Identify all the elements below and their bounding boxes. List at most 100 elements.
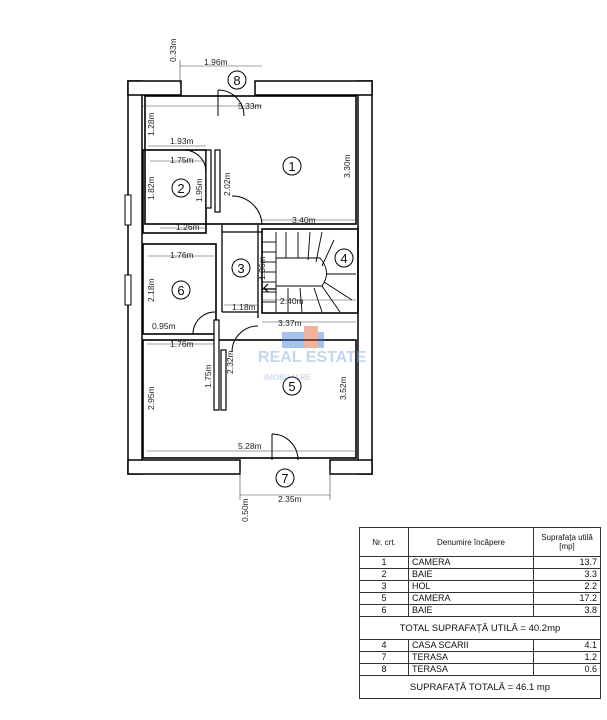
dim-room2-outer: 1.93m — [170, 136, 194, 146]
wall-bottom-right — [329, 459, 373, 475]
room-3-number: 3 — [237, 261, 244, 276]
table-row: 6 BAIE 3.8 — [359, 604, 601, 617]
watermark-text: REAL ESTATE — [258, 349, 367, 366]
dim-room1-depth: 3.30m — [342, 154, 352, 178]
total-row: SUPRAFAȚĂ TOTALĂ = 46.1 mp — [359, 675, 601, 699]
table-header: Nr. crt. Denumire încăpere Suprafața uti… — [359, 527, 601, 557]
window-left — [124, 194, 132, 306]
row-area: 4.1 — [533, 639, 601, 652]
dim-wall-thickness: 0.33m — [168, 38, 178, 62]
room-6-outline — [142, 243, 217, 335]
row-nr: 7 — [359, 651, 409, 664]
room-7-number: 7 — [281, 471, 288, 486]
total-util: TOTAL SUPRAFAȚĂ UTILĂ = 40.2mp — [359, 616, 601, 640]
room-2-number: 2 — [177, 181, 184, 196]
room-6-number: 6 — [177, 283, 184, 298]
exterior-walls — [127, 80, 373, 475]
dim-left-recess: 1.28m — [146, 112, 156, 136]
row-nr: 8 — [359, 663, 409, 676]
row-name: CASA SCARII — [408, 639, 534, 652]
room-numbers: 1 2 3 4 5 6 7 8 — [177, 73, 347, 486]
dim-room2-bottom: 1.26m — [176, 222, 200, 232]
room-1-circle — [282, 156, 302, 176]
door-room6 — [192, 311, 216, 335]
dim-hol-height: 2.02m — [222, 172, 232, 196]
room-1-outline — [144, 95, 357, 225]
dim-room6-width: 1.76m — [170, 250, 194, 260]
door-top — [217, 89, 245, 117]
dim-room1-bottom: 3.40m — [292, 215, 316, 225]
dim-room6-door: 0.95m — [152, 321, 176, 331]
dim-room5-left-width: 1.76m — [170, 339, 194, 349]
wall-right — [357, 80, 373, 475]
dim-room5-top: 3.37m — [278, 318, 302, 328]
dimension-lines — [143, 60, 356, 500]
room-4-circle — [334, 248, 354, 268]
partitions — [205, 149, 227, 411]
room-3-circle — [231, 258, 251, 278]
room-6-circle — [171, 280, 191, 300]
row-area: 3.3 — [533, 568, 601, 581]
dim-stair-width: 2.40m — [280, 296, 304, 306]
door-room2 — [183, 149, 207, 173]
dim-partition-height: 1.75m — [203, 364, 213, 388]
dim-hol-width: 1.18m — [232, 302, 256, 312]
room-1-number: 1 — [288, 159, 295, 174]
row-name: TERASA — [408, 663, 534, 676]
row-nr: 6 — [359, 604, 409, 617]
area-table: Nr. crt. Denumire încăpere Suprafața uti… — [359, 527, 601, 699]
hol-lines — [221, 225, 262, 318]
row-nr: 1 — [359, 556, 409, 569]
row-area: 1.2 — [533, 651, 601, 664]
room-7-circle — [275, 468, 295, 488]
row-name: CAMERA — [408, 556, 534, 569]
row-area: 2.2 — [533, 580, 601, 593]
wall-bottom-left — [127, 459, 241, 475]
dim-room2-right: 1.95m — [194, 178, 204, 202]
door-room5 — [231, 325, 259, 353]
row-nr: 3 — [359, 580, 409, 593]
room-4-number: 4 — [340, 251, 347, 266]
room-5-circle — [282, 376, 302, 396]
stair-outline — [261, 228, 359, 314]
dim-room2-depth: 1.82m — [146, 176, 156, 200]
table-row: 2 BAIE 3.3 — [359, 568, 601, 581]
room-8-number: 8 — [233, 73, 240, 88]
row-name: BAIE — [408, 604, 534, 617]
wall-top-left — [127, 80, 182, 96]
total-area: SUPRAFAȚĂ TOTALĂ = 46.1 mp — [359, 675, 601, 699]
dim-hol-lower: 2.32m — [225, 350, 235, 374]
dim-terrace-width: 2.35m — [278, 494, 302, 504]
row-name: CAMERA — [408, 592, 534, 605]
door-terrace — [271, 433, 299, 461]
table-row: 1 CAMERA 13.7 — [359, 556, 601, 569]
room-5-number: 5 — [288, 379, 295, 394]
door-swings — [183, 89, 299, 461]
dim-stair-height: 1.86m — [257, 256, 267, 280]
row-name: TERASA — [408, 651, 534, 664]
wall-top-right — [254, 80, 373, 96]
table-row: 3 HOL 2.2 — [359, 580, 601, 593]
table-row: 5 CAMERA 17.2 — [359, 592, 601, 605]
dim-room5-left-depth: 2.95m — [146, 386, 156, 410]
dim-terrace-depth: 0.50m — [240, 498, 250, 522]
dim-room1-width: 5.33m — [238, 101, 262, 111]
row-area: 17.2 — [533, 592, 601, 605]
room-2-circle — [171, 178, 191, 198]
watermark: REAL ESTATE IMOBILIARE — [258, 326, 367, 382]
row-name: BAIE — [408, 568, 534, 581]
room-5-outline — [142, 339, 357, 459]
row-area: 3.8 — [533, 604, 601, 617]
dim-room6-depth: 2.18m — [146, 278, 156, 302]
dim-room2-inner: 1.75m — [170, 155, 194, 165]
door-room1 — [231, 195, 263, 225]
table-row: 4 CASA SCARII 4.1 — [359, 639, 601, 652]
row-nr: 5 — [359, 592, 409, 605]
dim-room5-width: 5.28m — [238, 441, 262, 451]
header-nr: Nr. crt. — [359, 527, 409, 557]
header-name: Denumire încăpere — [408, 527, 534, 557]
row-area: 0.6 — [533, 663, 601, 676]
table-row: 8 TERASA 0.6 — [359, 663, 601, 676]
room-8-circle — [227, 70, 247, 90]
